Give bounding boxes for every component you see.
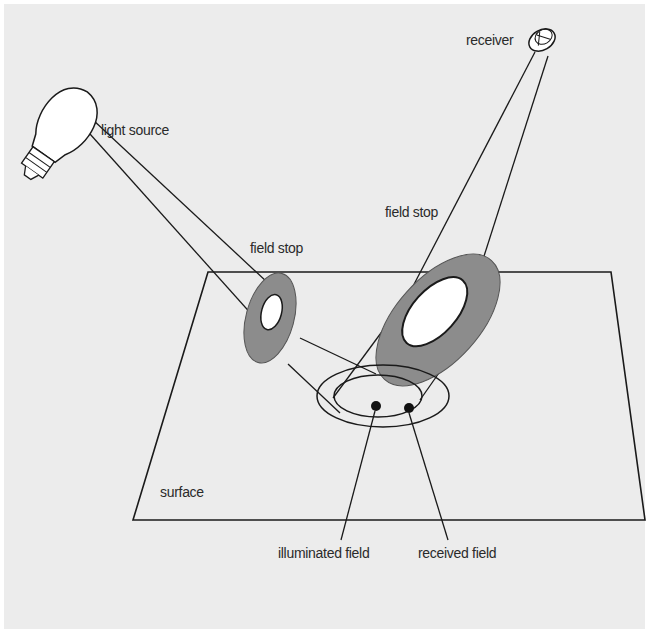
illuminated-dot [371, 401, 381, 411]
part-label: surface [160, 484, 204, 500]
part-label: light source [101, 122, 169, 138]
part-label: field stop [250, 240, 303, 256]
surface-plane [133, 272, 645, 520]
light-bulb [6, 77, 109, 192]
field-stop-2 [353, 232, 522, 407]
part-label: illuminated field [278, 545, 369, 561]
part-label: receiver [466, 32, 513, 48]
light-rays [90, 119, 376, 413]
received-dot [404, 403, 414, 413]
fields [317, 365, 449, 427]
leader-line [341, 411, 375, 540]
ground [4, 4, 645, 629]
leader-line [409, 413, 448, 540]
part-label: field stop [385, 204, 438, 220]
field-stop-1 [235, 267, 305, 368]
part-label: received field [418, 545, 496, 561]
receiver-symbol [525, 24, 559, 55]
